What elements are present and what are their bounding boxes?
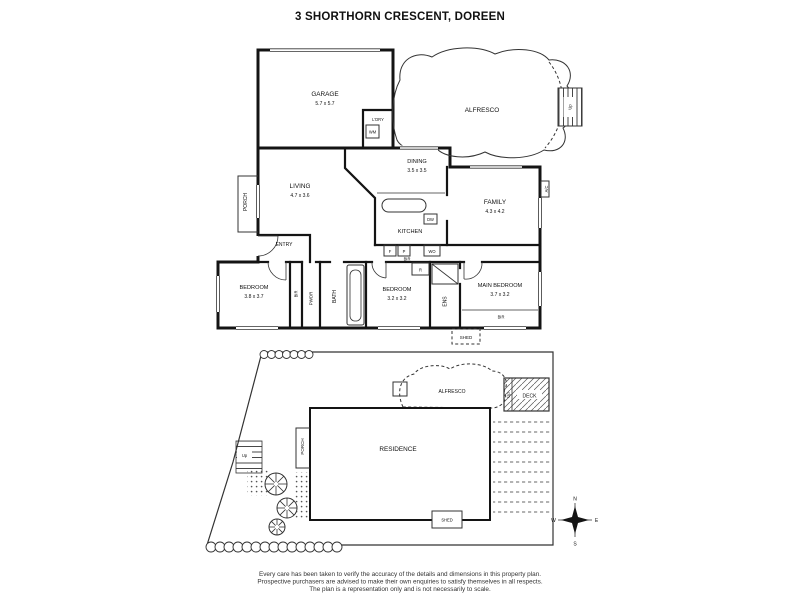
compass-w: W [551, 518, 556, 524]
porch-site-label: PORCH [300, 438, 305, 454]
shower [431, 263, 459, 285]
main-bed-label: MAIN BEDROOM [478, 283, 523, 289]
bir-bed1-label: BIR [294, 291, 299, 298]
kitchen-label: KITCHEN [398, 229, 423, 235]
garden-bed-1 [247, 470, 269, 496]
garage-dims: 5.7 x 5.7 [315, 101, 334, 107]
disclaimer-line2: Prospective purchasers are advised to ma… [257, 579, 542, 586]
deck-outline [503, 377, 550, 412]
wall-oven-space [423, 244, 441, 257]
bathtub [346, 264, 365, 326]
laundry-label: L'DRY [372, 117, 384, 122]
porch-outline [237, 175, 258, 233]
dishwasher [423, 213, 438, 225]
disclaimer: Every care has been taken to verify the … [257, 571, 542, 593]
residence-outline [309, 407, 491, 521]
ac-unit [540, 180, 550, 198]
dw-label: DW [427, 217, 434, 222]
shed-label: SHED [460, 335, 473, 340]
outer-walls [216, 146, 542, 330]
main-bed-dims: 3.7 x 3.2 [490, 292, 509, 298]
stairs [557, 87, 583, 127]
family-dims: 4.3 x 4.2 [485, 209, 504, 215]
fixtures [237, 175, 550, 345]
bedroom1-dims: 3.8 x 3.7 [244, 294, 263, 300]
dining-label: DINING [407, 159, 427, 165]
shed-site-label: SHED [441, 518, 452, 523]
bir-hall-label: BIR [404, 257, 411, 262]
paving-area [493, 413, 550, 517]
stairs-up-label: Up [568, 104, 573, 110]
vegetation [205, 350, 343, 553]
porch-site-outline [295, 427, 310, 469]
compass: N S W E [551, 497, 599, 548]
disclaimer-line3: The plan is a representation only and is… [309, 586, 491, 593]
bedroom2-label: BEDROOM [383, 287, 412, 293]
disclaimer-line1: Every care has been taken to verify the … [259, 571, 541, 578]
site-plan: ALFRESCO DECK Up PORCH RESIDENCE Up SHED [205, 350, 554, 553]
shed-site-outline [431, 510, 463, 529]
family-label: FAMILY [484, 199, 507, 206]
garage-door-window [270, 47, 380, 53]
pantry-space [397, 244, 411, 257]
fridge-space [383, 244, 397, 257]
washing-machine [365, 124, 380, 139]
bedroom2-dims: 3.2 x 3.2 [387, 296, 406, 302]
wall-oven-label: WO [428, 249, 435, 254]
alfresco-outline [392, 47, 575, 159]
garage-label: GARAGE [311, 91, 338, 98]
alfresco-site-label: ALFRESCO [439, 389, 466, 395]
robe-closet [411, 262, 430, 276]
compass-star [561, 506, 589, 534]
bedroom1-label: BEDROOM [240, 285, 269, 291]
pwdr-label: PWDR [309, 291, 314, 305]
stairs-site [235, 440, 263, 474]
doors [255, 235, 483, 281]
ac-label: A/C [544, 186, 549, 193]
robe-label: R [419, 268, 422, 273]
wm-label: WM [369, 130, 377, 135]
floor-plan: GARAGE 5.7 x 5.7 L'DRY WM ALFRESCO Up DI… [215, 47, 583, 345]
bath-label: BATH [332, 290, 338, 303]
laundry [361, 108, 395, 150]
residence-label: RESIDENCE [379, 446, 416, 453]
compass-s: S [573, 542, 577, 548]
alfresco-site-outline [399, 363, 507, 409]
bbq-structure [392, 381, 408, 397]
stairs-up-site-label: Up [242, 453, 248, 458]
porch-label: PORCH [243, 193, 249, 211]
deck-up-label: Up [506, 392, 511, 398]
entry-label: ENTRY [276, 242, 294, 248]
dining-dims: 3.5 x 3.5 [407, 168, 426, 174]
compass-n: N [573, 497, 577, 503]
alfresco-label: ALFRESCO [465, 107, 499, 114]
bir-main-label: BIR [498, 315, 505, 320]
windows [215, 145, 543, 331]
ens-label: ENS [443, 296, 449, 307]
fridge-label: F [389, 249, 392, 254]
living-label: LIVING [290, 183, 311, 190]
living-dims: 4.7 x 3.6 [290, 193, 309, 199]
shed-outline [451, 328, 481, 345]
kitchen-island [381, 198, 427, 213]
compass-e: E [595, 518, 599, 524]
page-title: 3 SHORTHORN CRESCENT, DOREEN [295, 11, 505, 23]
pantry-label: P [403, 249, 406, 254]
interior-walls [216, 146, 542, 330]
deck-label: DECK [523, 394, 538, 400]
